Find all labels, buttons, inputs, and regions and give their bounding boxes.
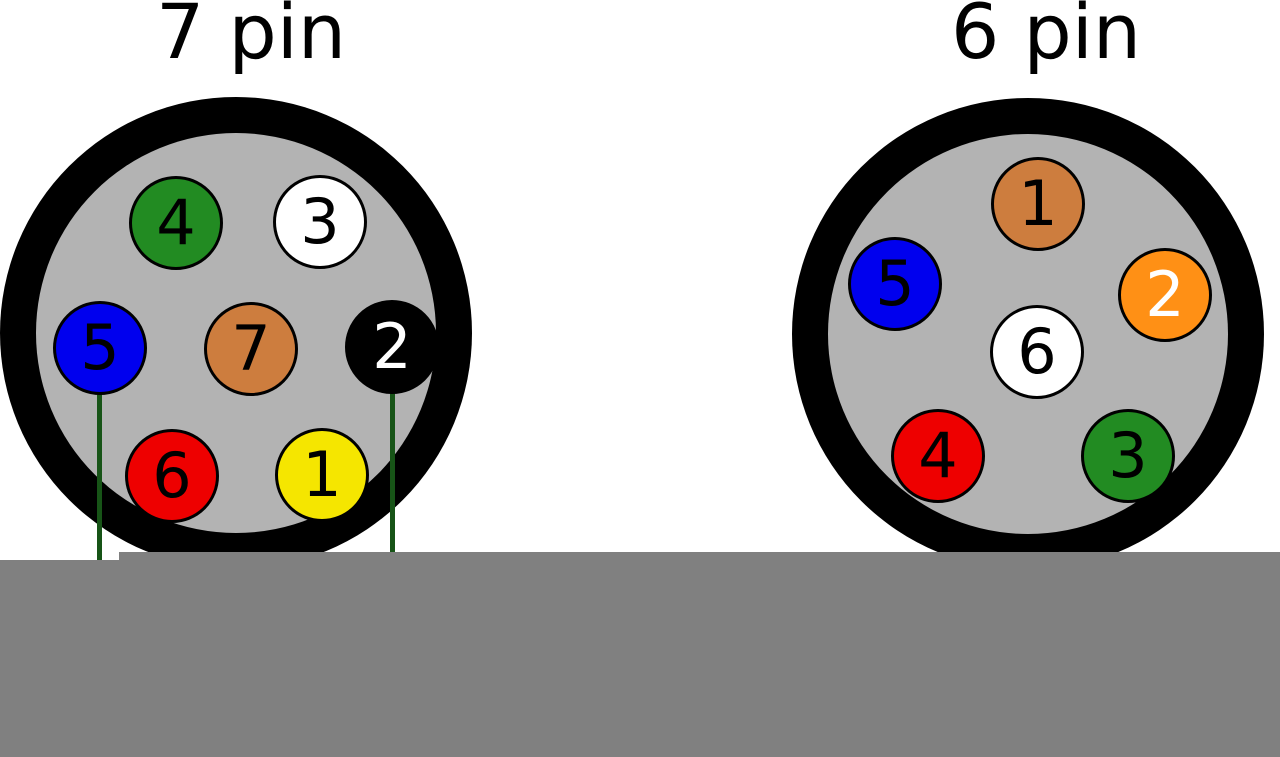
wire-from-pin-2 [390,390,395,555]
pin-7pin-3-label: 3 [300,185,340,258]
pin-6pin-1-label: 1 [1018,167,1058,240]
pin-7pin-2-black: 2 [345,300,439,394]
pin-6pin-2-label: 2 [1145,258,1185,331]
pin-7pin-6-label: 6 [152,439,192,512]
pin-6pin-6-label: 6 [1017,315,1057,388]
pin-7pin-7-brown: 7 [204,302,298,396]
connector-7pin-title: 7 pin [155,0,347,76]
pin-6pin-4-red: 4 [891,409,985,503]
pin-6pin-6-white: 6 [990,305,1084,399]
pin-6pin-2-orange: 2 [1118,248,1212,342]
pin-6pin-5-blue: 5 [848,237,942,331]
pin-6pin-4-label: 4 [918,419,958,492]
pin-6pin-5-label: 5 [875,247,915,320]
pin-6pin-3-label: 3 [1108,419,1148,492]
pin-7pin-1-yellow: 1 [275,428,369,522]
ground-bar [119,552,1280,757]
pin-7pin-3-white: 3 [273,175,367,269]
pin-7pin-2-label: 2 [372,310,412,383]
pin-6pin-3-green: 3 [1081,409,1175,503]
pin-7pin-1-label: 1 [302,438,342,511]
pin-7pin-4-label: 4 [156,186,196,259]
connector-6pin-title: 6 pin [950,0,1142,76]
pin-7pin-4-green: 4 [129,176,223,270]
pin-6pin-1-brown: 1 [991,157,1085,251]
wire-from-pin-5 [97,391,102,562]
pin-7pin-6-red: 6 [125,429,219,523]
pin-7pin-5-label: 5 [80,311,120,384]
pin-7pin-7-label: 7 [231,312,271,385]
pin-7pin-5-blue: 5 [53,301,147,395]
